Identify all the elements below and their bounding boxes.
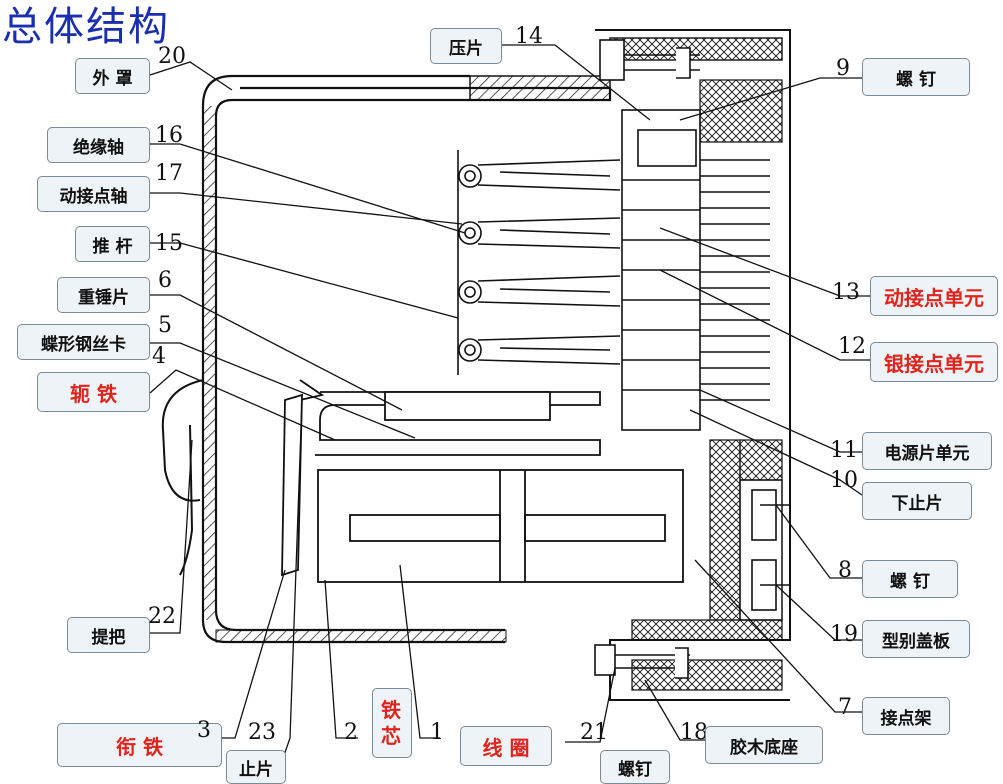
callout-12: 12 [838, 334, 866, 359]
label-top-screw: 螺 钉 [862, 58, 970, 96]
callout-1: 1 [430, 720, 444, 745]
top-rail [469, 75, 611, 101]
base-top [609, 37, 783, 61]
callout-22: 22 [148, 604, 176, 629]
label-insulation-shaft: 绝缘轴 [47, 127, 150, 163]
left-wall [203, 106, 216, 620]
label-silver-contact-unit: 银接点单元 [870, 342, 998, 382]
callout-2: 2 [344, 720, 358, 745]
label-press-plate: 压片 [430, 28, 502, 64]
label-iron-core: 铁芯 [372, 688, 412, 758]
label-moving-contact-shaft: 动接点轴 [37, 176, 150, 212]
page-title: 总体结构 [2, 4, 170, 50]
callout-16: 16 [155, 123, 183, 148]
label-weight-plate: 重锤片 [57, 277, 150, 313]
callout-13: 13 [832, 280, 860, 305]
callout-4: 4 [152, 344, 166, 369]
callout-7: 7 [838, 695, 852, 720]
handle [161, 379, 204, 502]
label-outer-cover: 外 罩 [75, 58, 150, 94]
bottom-wall [215, 629, 507, 643]
callout-10: 10 [830, 468, 858, 493]
callout-19: 19 [830, 622, 858, 647]
label-moving-contact-unit: 动接点单元 [870, 276, 998, 316]
callout-17: 17 [155, 161, 183, 186]
label-power-plate-unit: 电源片单元 [862, 432, 992, 470]
callout-8: 8 [838, 558, 852, 583]
callout-21: 21 [580, 720, 608, 745]
label-coil: 线 圈 [460, 726, 552, 766]
label-butterfly-wire-clip: 蝶形钢丝卡 [17, 324, 150, 360]
label-right-screw: 螺 钉 [862, 560, 958, 598]
callout-20: 20 [158, 44, 186, 69]
callout-3: 3 [197, 718, 211, 743]
callout-14: 14 [515, 24, 543, 49]
callout-11: 11 [830, 438, 858, 463]
contact-springs [457, 150, 621, 375]
label-bottom-screw: 螺钉 [600, 750, 670, 784]
terminal-pins [700, 159, 770, 401]
label-handle: 提把 [67, 617, 150, 653]
coil [317, 469, 684, 583]
callout-18: 18 [680, 720, 708, 745]
yoke [281, 379, 601, 577]
label-yoke: 轭 铁 [37, 372, 150, 412]
label-armature: 衔 铁 [57, 723, 222, 767]
label-push-rod: 推 杆 [75, 226, 150, 262]
label-type-cover-plate: 型别盖板 [862, 620, 970, 658]
callout-5: 5 [158, 313, 172, 338]
label-lower-stop-plate: 下止片 [862, 482, 972, 520]
label-stop-plate: 止片 [226, 750, 286, 784]
label-contact-frame: 接点架 [862, 697, 950, 735]
leader-lines [149, 44, 870, 774]
label-bakelite-base: 胶木底座 [705, 726, 823, 764]
callout-23: 23 [248, 720, 276, 745]
callout-6: 6 [158, 268, 172, 293]
callout-15: 15 [155, 231, 183, 256]
callout-9: 9 [836, 56, 850, 81]
